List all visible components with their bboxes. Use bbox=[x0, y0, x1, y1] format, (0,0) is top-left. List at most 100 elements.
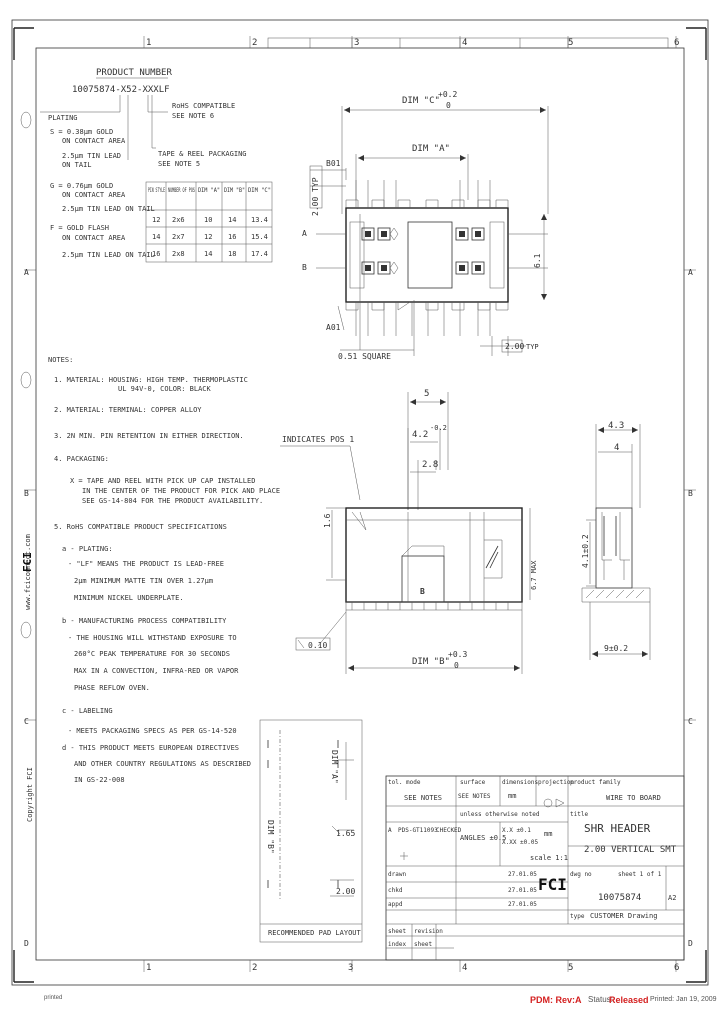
row-a-marker: A bbox=[302, 229, 307, 238]
plating-s-1: S = 0.38µm GOLD bbox=[50, 128, 113, 136]
fci-url-vertical: www.fciconnect.com bbox=[24, 534, 32, 610]
note-1b: UL 94V-0, COLOR: BLACK bbox=[118, 385, 212, 393]
pin-table-header-3: DIM "B" bbox=[224, 187, 245, 194]
plating-g-2: ON CONTACT AREA bbox=[62, 191, 126, 199]
pad-dim-165: 1.65 bbox=[336, 829, 355, 838]
tb-dimensions-lbl: dimensions bbox=[502, 779, 539, 786]
tb-dwg-lbl: dwg no bbox=[570, 871, 592, 878]
col-label-bottom-3: 3 bbox=[348, 963, 353, 973]
plating-g-1: G = 0.76µm GOLD bbox=[50, 182, 113, 190]
top-view-drawing bbox=[310, 106, 549, 356]
note-5c: c - LABELING bbox=[62, 707, 113, 715]
front-view-drawing bbox=[280, 392, 531, 674]
pin-table-cell: 17.4 bbox=[251, 250, 268, 258]
corner-mark-tr bbox=[686, 27, 707, 60]
pin-table-cell: 14 bbox=[204, 250, 212, 258]
dim-16-label: 1.6 bbox=[323, 513, 332, 528]
rohs-note-1: RoHS COMPATIBLE bbox=[172, 102, 235, 110]
pad-dim-b-vertical: DIM "B" bbox=[266, 820, 275, 854]
dim-28-label: 2.8 bbox=[422, 460, 438, 470]
flatness-value: 0.10 bbox=[308, 641, 327, 650]
detail-b-label: B bbox=[420, 587, 425, 596]
col-label-top-3: 3 bbox=[354, 38, 359, 48]
dim-c-tol: +0.2 bbox=[438, 90, 457, 99]
pin-table-cell: 10 bbox=[204, 216, 212, 224]
status-footer: printed PDM: Rev:A Status: Released Prin… bbox=[0, 992, 720, 1012]
corner-mark-tl bbox=[13, 27, 34, 60]
col-label-top-5: 5 bbox=[568, 38, 573, 48]
row-label-right-a: A bbox=[688, 268, 693, 277]
plating-f-3: 2.5µm TIN LEAD ON TAIL bbox=[62, 251, 155, 259]
product-number-code: 10075874-X52-XXXLF bbox=[72, 85, 170, 95]
tb-type: CUSTOMER Drawing bbox=[590, 912, 657, 920]
plating-g-3: 2.5µm TIN LEAD ON TAIL bbox=[62, 205, 155, 213]
pin-table-cell: 15.4 bbox=[251, 233, 268, 241]
tb-units: mm bbox=[544, 830, 552, 838]
tb-dwg-no: 10075874 bbox=[598, 893, 641, 903]
note-2: 2. MATERIAL: TERMINAL: COPPER ALLOY bbox=[54, 406, 202, 414]
note-4x-1: X = TAPE AND REEL WITH PICK UP CAP INSTA… bbox=[70, 477, 255, 485]
note-5d-2: IN GS-22-008 bbox=[74, 776, 125, 784]
note-4: 4. PACKAGING: bbox=[54, 455, 109, 463]
tb-projection-lbl: projection bbox=[538, 779, 575, 786]
plating-s-3: 2.5µm TIN LEAD bbox=[62, 152, 121, 160]
row-label-left-a: A bbox=[24, 268, 29, 277]
dim-67-label: 6.7 MAX bbox=[530, 560, 538, 590]
plating-f-2: ON CONTACT AREA bbox=[62, 234, 126, 242]
plating-f-1: F = GOLD FLASH bbox=[50, 224, 109, 232]
pad-dim-a-vertical: DIM "A" bbox=[330, 750, 339, 784]
col-label-bottom-4: 4 bbox=[462, 963, 467, 973]
status-value: Released bbox=[609, 995, 649, 1005]
pin-table-cell: 12 bbox=[204, 233, 212, 241]
tb-tolerance-1: X.X ±0.1 bbox=[502, 827, 531, 834]
tb-type-lbl: type bbox=[570, 913, 585, 920]
dim-c-label: DIM "C" bbox=[402, 96, 440, 106]
punch-hole-2 bbox=[20, 371, 32, 389]
notes-title: NOTES: bbox=[48, 356, 73, 364]
tb-bottom-index: index bbox=[388, 941, 406, 948]
tb-title-lbl: title bbox=[570, 811, 588, 818]
pin-table-cell: 16 bbox=[152, 250, 160, 258]
pad-dim-200: 2.00 bbox=[336, 887, 355, 896]
note-5b-1: - THE HOUSING WILL WITHSTAND EXPOSURE TO bbox=[68, 634, 237, 642]
col-label-bottom-5: 5 bbox=[568, 963, 573, 973]
tb-bottom-sheet2: sheet bbox=[414, 941, 432, 948]
dim-b-tol: +0.3 bbox=[448, 650, 467, 659]
tb-size: A2 bbox=[668, 894, 676, 902]
pin-table-cell: 14 bbox=[228, 216, 236, 224]
tb-drawn-lbl: drawn bbox=[388, 871, 406, 878]
tape-note-1: TAPE & REEL PACKAGING bbox=[158, 150, 247, 158]
tb-title-1: SHR HEADER bbox=[584, 822, 651, 835]
tb-tolerance-angles: ANGLES ±0.5 bbox=[460, 834, 506, 842]
tb-surface-lbl: surface bbox=[460, 779, 486, 786]
printed-label: printed bbox=[44, 995, 63, 1001]
tb-rev-ecn: PDS-GT11093 bbox=[398, 827, 438, 834]
dim-b-label: DIM "B" bbox=[412, 657, 450, 667]
title-block bbox=[385, 775, 685, 961]
row-label-right-b: B bbox=[688, 489, 693, 498]
row-label-right-d: D bbox=[688, 939, 693, 948]
pin-table-cell: 2x6 bbox=[172, 216, 185, 224]
tb-checked-lbl: chkd bbox=[388, 887, 403, 894]
pin-table-cell: 13.4 bbox=[251, 216, 268, 224]
tb-sheet: sheet 1 of 1 bbox=[618, 871, 662, 878]
plating-title: PLATING bbox=[48, 114, 78, 122]
dim-b-tol0: 0 bbox=[454, 661, 459, 670]
note-5d: d - THIS PRODUCT MEETS EUROPEAN DIRECTIV… bbox=[62, 744, 239, 752]
square-label: 0.51 SQUARE bbox=[338, 352, 391, 361]
tb-unless-noted: unless otherwise noted bbox=[460, 811, 540, 818]
dim-43-label: 4.3 bbox=[608, 421, 624, 431]
note-5a-1: - "LF" MEANS THE PRODUCT IS LEAD-FREE bbox=[68, 560, 224, 568]
pin-table-cell: 2x8 bbox=[172, 250, 185, 258]
pin-table-header-4: DIM "C" bbox=[248, 187, 271, 194]
note-5b-4: PHASE REFLOW OVEN. bbox=[74, 684, 150, 692]
tb-title-2: 2.00 VERTICAL SMT bbox=[584, 845, 677, 855]
dim-c-tol0: 0 bbox=[446, 101, 451, 110]
dim-4-label: 4 bbox=[614, 443, 619, 453]
pin-table-cell: 14 bbox=[152, 233, 160, 241]
pos1-label: INDICATES POS 1 bbox=[282, 435, 354, 444]
tb-tol-mode-val: SEE NOTES bbox=[404, 794, 442, 802]
note-5b-3: MAX IN A CONVECTION, INFRA-RED OR VAPOR bbox=[74, 667, 239, 675]
pad-typ-label: TYP bbox=[526, 343, 539, 351]
